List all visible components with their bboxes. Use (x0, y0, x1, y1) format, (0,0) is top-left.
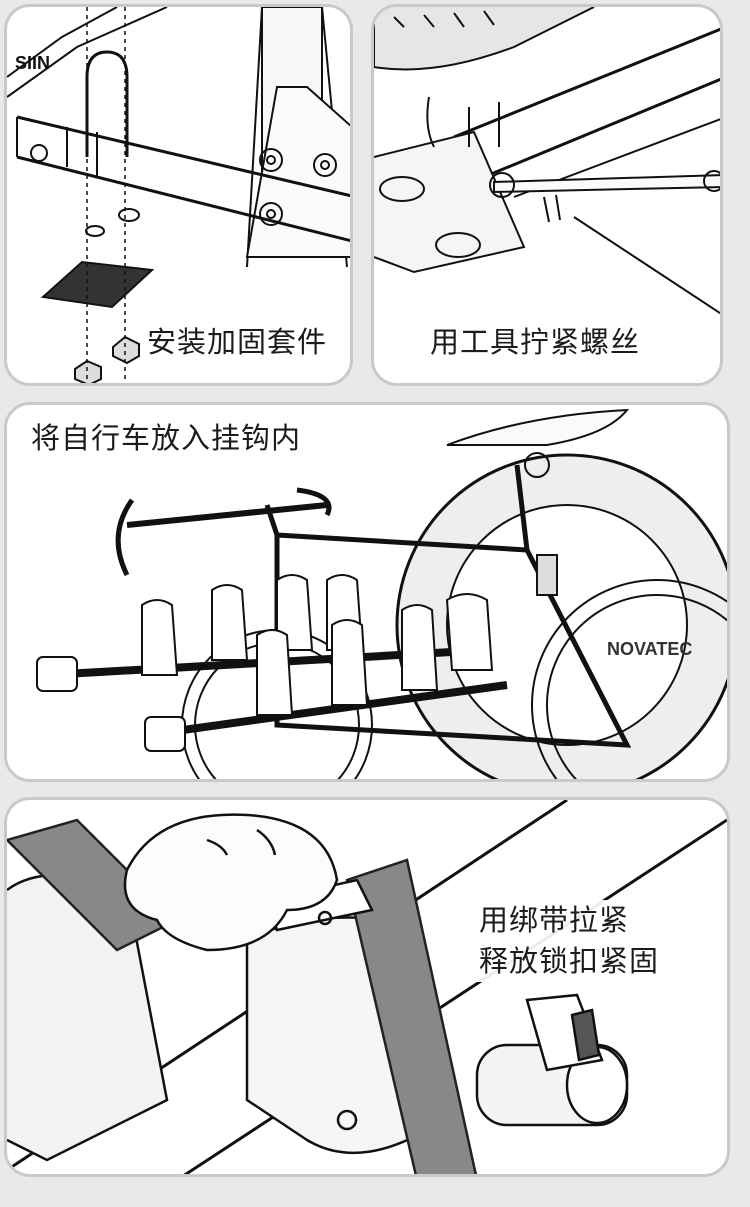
step-2-caption: 用工具拧紧螺丝 (426, 319, 645, 361)
step-2-panel: 用工具拧紧螺丝 (371, 4, 723, 386)
step-3-caption: 将自行车放入挂钩内 (27, 415, 306, 457)
brand-mark: SIIN (15, 53, 50, 73)
step-4-illustration (7, 800, 727, 1174)
step-2-illustration (374, 7, 720, 315)
tire-text: NOVATEC (607, 639, 692, 659)
step-1-illustration: SIIN (7, 7, 350, 383)
step-1-caption: 安装加固套件 (143, 319, 332, 361)
step-4-caption-line-2: 释放锁扣紧固 (479, 944, 660, 978)
step-1-panel: SIIN 安装加固套件 (4, 4, 353, 386)
step-4-caption-line-1: 用绑带拉紧 (479, 903, 630, 937)
step-4-caption: 用绑带拉紧 释放锁扣紧固 (475, 900, 664, 982)
step-4-panel: 用绑带拉紧 释放锁扣紧固 (4, 797, 730, 1177)
step-3-panel: NOVATEC (4, 402, 730, 782)
step-3-illustration: NOVATEC (36, 408, 727, 779)
